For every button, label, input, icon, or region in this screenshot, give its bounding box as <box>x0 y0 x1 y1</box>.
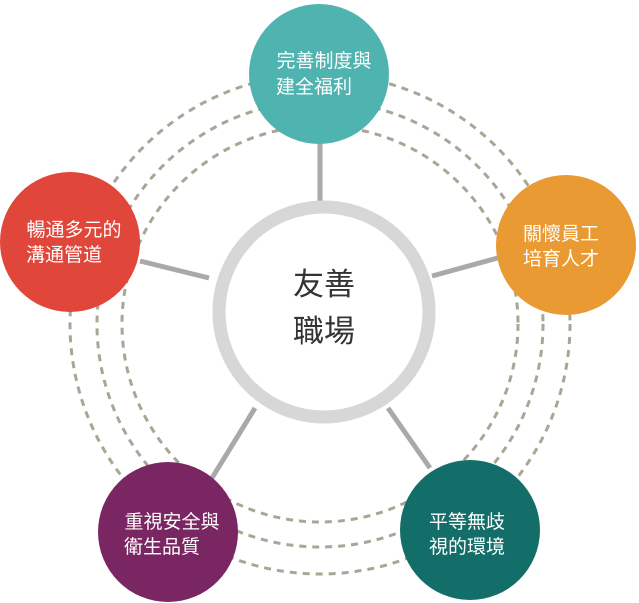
node-safety: 重視安全與 衛生品質 <box>98 462 238 602</box>
node-safety-circle <box>98 462 238 602</box>
node-benefits-circle <box>249 4 389 144</box>
node-communication-line2: 溝通管道 <box>26 244 102 266</box>
node-communication-circle <box>0 172 140 312</box>
node-benefits-line2: 建全福利 <box>276 76 352 98</box>
spoke-bottom-right <box>385 406 433 470</box>
center-title-line2: 職場 <box>293 314 355 350</box>
node-talent: 關懷員工 培育人才 <box>496 175 636 315</box>
node-equality-circle <box>400 460 540 600</box>
spoke-bottom-left <box>209 406 258 480</box>
node-benefits: 完善制度與 建全福利 <box>249 4 389 144</box>
center-hub: 友善 職場 <box>212 200 436 424</box>
node-communication-line1: 暢通多元的 <box>26 219 121 241</box>
node-equality: 平等無歧 視的環境 <box>400 460 540 600</box>
spoke-right <box>431 253 506 279</box>
node-safety-line2: 衛生品質 <box>124 536 200 558</box>
dashed-ring-inner <box>120 124 520 524</box>
node-communication: 暢通多元的 溝通管道 <box>0 172 140 312</box>
node-equality-line2: 視的環境 <box>429 536 505 558</box>
node-talent-line1: 關懷員工 <box>523 223 599 245</box>
node-talent-circle <box>496 175 636 315</box>
node-benefits-line1: 完善制度與 <box>276 50 371 72</box>
node-safety-line1: 重視安全與 <box>124 511 219 533</box>
center-title-line1: 友善 <box>293 267 355 303</box>
spoke-left <box>139 258 210 281</box>
dashed-ring-outer <box>68 72 572 576</box>
dashed-ring-middle <box>95 99 545 549</box>
node-equality-line1: 平等無歧 <box>429 511 505 533</box>
node-talent-line2: 培育人才 <box>523 248 599 270</box>
